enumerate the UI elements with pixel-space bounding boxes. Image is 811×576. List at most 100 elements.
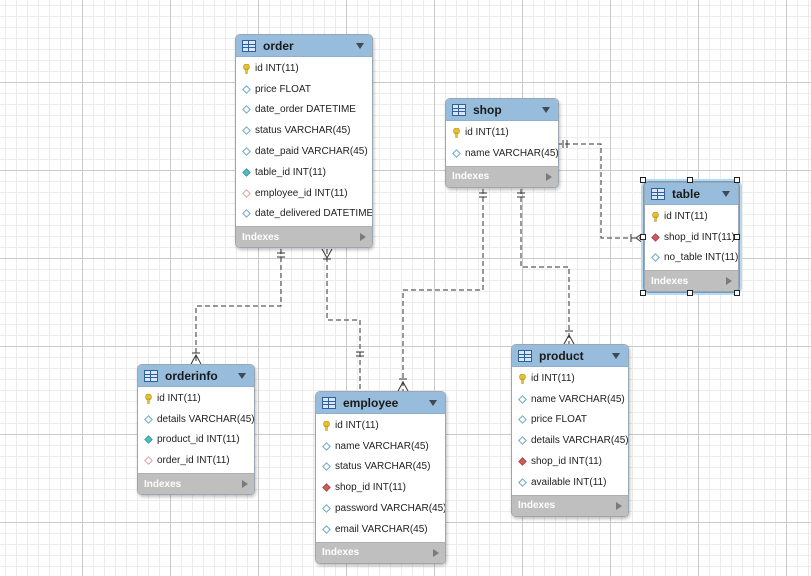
- resize-handle-bottom-right[interactable]: [734, 290, 740, 296]
- column-label: id INT(11): [664, 210, 708, 222]
- entity-orderinfo[interactable]: orderinfo id INT(11) details VARCHAR(45)p…: [137, 364, 255, 496]
- indexes-section[interactable]: Indexes: [446, 165, 558, 187]
- entity-title: shop: [473, 102, 502, 117]
- column-row[interactable]: id INT(11): [316, 415, 445, 436]
- collapse-arrow-icon[interactable]: [542, 106, 550, 113]
- relationship-shop-product[interactable]: [520, 189, 570, 344]
- entity-table[interactable]: table id INT(11) shop_id INT(11)no_table …: [643, 180, 740, 294]
- column-row[interactable]: id INT(11): [512, 368, 628, 389]
- entity-product[interactable]: product id INT(11) name VARCHAR(45) price …: [511, 344, 629, 517]
- indexes-section[interactable]: Indexes: [138, 473, 254, 495]
- indexes-section[interactable]: Indexes: [512, 494, 628, 516]
- entity-shop[interactable]: shop id INT(11) name VARCHAR(45) Indexes: [445, 98, 559, 188]
- resize-handle-bottom-left[interactable]: [640, 290, 646, 296]
- column-row[interactable]: id INT(11): [236, 58, 372, 79]
- column-list: id INT(11) name VARCHAR(45): [446, 121, 558, 166]
- column-label: status VARCHAR(45): [335, 461, 431, 473]
- collapse-arrow-icon[interactable]: [612, 352, 620, 359]
- column-row[interactable]: details VARCHAR(45): [512, 430, 628, 451]
- resize-handle-top-right[interactable]: [734, 177, 740, 183]
- column-row[interactable]: password VARCHAR(45): [316, 498, 445, 519]
- expand-arrow-icon[interactable]: [546, 172, 552, 181]
- column-row[interactable]: date_order DATETIME: [236, 100, 372, 121]
- entity-header[interactable]: product: [512, 345, 628, 367]
- resize-handle-top[interactable]: [687, 177, 693, 183]
- table-icon: [452, 103, 466, 116]
- indexes-section[interactable]: Indexes: [236, 226, 372, 248]
- column-label: price FLOAT: [255, 83, 311, 95]
- entity-title: table: [672, 186, 701, 201]
- column-row[interactable]: id INT(11): [645, 206, 738, 227]
- column-row[interactable]: email VARCHAR(45): [316, 519, 445, 540]
- entity-order[interactable]: order id INT(11) price FLOAT date_order DA…: [235, 34, 373, 249]
- column-row[interactable]: name VARCHAR(45): [316, 436, 445, 457]
- primary-key-icon: [242, 63, 251, 74]
- column-row[interactable]: id INT(11): [138, 388, 254, 409]
- column-icon: [322, 524, 331, 534]
- collapse-arrow-icon[interactable]: [722, 190, 730, 197]
- column-label: name VARCHAR(45): [531, 393, 625, 405]
- column-row[interactable]: details VARCHAR(45): [138, 409, 254, 430]
- resize-handle-bottom[interactable]: [687, 290, 693, 296]
- entity-header[interactable]: orderinfo: [138, 365, 254, 387]
- collapse-arrow-icon[interactable]: [429, 399, 437, 406]
- entity-header[interactable]: employee: [316, 392, 445, 414]
- column-row[interactable]: status VARCHAR(45): [236, 120, 372, 141]
- column-row[interactable]: date_delivered DATETIME: [236, 204, 372, 225]
- column-row[interactable]: employee_id INT(11): [236, 183, 372, 204]
- foreign-key-teal-icon: [242, 168, 251, 177]
- column-row[interactable]: name VARCHAR(45): [512, 389, 628, 410]
- column-row[interactable]: product_id INT(11): [138, 430, 254, 451]
- primary-key-icon: [452, 127, 461, 138]
- expand-arrow-icon[interactable]: [616, 501, 622, 510]
- column-label: id INT(11): [465, 126, 509, 138]
- entity-header[interactable]: shop: [446, 99, 558, 121]
- column-row[interactable]: id INT(11): [446, 122, 558, 143]
- column-row[interactable]: shop_id INT(11): [512, 451, 628, 472]
- expand-arrow-icon[interactable]: [726, 277, 732, 286]
- expand-arrow-icon[interactable]: [433, 548, 439, 557]
- column-row[interactable]: price FLOAT: [512, 410, 628, 431]
- collapse-arrow-icon[interactable]: [238, 372, 246, 379]
- column-row[interactable]: status VARCHAR(45): [316, 457, 445, 478]
- column-row[interactable]: price FLOAT: [236, 79, 372, 100]
- table-icon: [651, 187, 665, 200]
- column-icon: [518, 436, 527, 446]
- relationship-shop-employee[interactable]: [402, 189, 484, 391]
- relationship-shop-table[interactable]: [557, 143, 643, 239]
- relationship-order-orderinfo[interactable]: [195, 249, 282, 364]
- foreign-key-pink-icon: [242, 188, 251, 198]
- entity-employee[interactable]: employee id INT(11)name VARCHAR(45) statu…: [315, 391, 446, 564]
- column-list: id INT(11) shop_id INT(11)no_table INT(11…: [645, 205, 738, 270]
- column-row[interactable]: available INT(11): [512, 472, 628, 493]
- entity-header[interactable]: order: [236, 35, 372, 57]
- indexes-section[interactable]: Indexes: [645, 270, 738, 292]
- resize-handle-top-left[interactable]: [640, 177, 646, 183]
- column-icon: [144, 414, 153, 424]
- expand-arrow-icon[interactable]: [360, 233, 366, 242]
- column-label: shop_id INT(11): [531, 456, 602, 468]
- resize-handle-right[interactable]: [734, 234, 740, 240]
- column-label: password VARCHAR(45): [335, 503, 446, 515]
- collapse-arrow-icon[interactable]: [356, 42, 364, 49]
- column-icon: [452, 148, 461, 158]
- column-list: id INT(11)name VARCHAR(45) status VARCHAR…: [316, 414, 445, 542]
- indexes-section[interactable]: Indexes: [316, 541, 445, 563]
- column-row[interactable]: order_id INT(11): [138, 450, 254, 471]
- indexes-label: Indexes: [651, 275, 689, 287]
- column-row[interactable]: date_paid VARCHAR(45): [236, 141, 372, 162]
- column-label: id INT(11): [157, 392, 201, 404]
- foreign-key-pink-icon: [144, 456, 153, 466]
- column-icon: [322, 462, 331, 472]
- expand-arrow-icon[interactable]: [242, 480, 248, 489]
- foreign-key-red-icon: [651, 232, 660, 242]
- column-row[interactable]: table_id INT(11): [236, 162, 372, 183]
- entity-header[interactable]: table: [645, 183, 738, 205]
- column-row[interactable]: no_table INT(11): [645, 248, 738, 269]
- column-row[interactable]: name VARCHAR(45): [446, 143, 558, 164]
- column-row[interactable]: shop_id INT(11): [645, 227, 738, 248]
- relationship-order-employee[interactable]: [326, 249, 361, 391]
- column-row[interactable]: shop_id INT(11): [316, 477, 445, 498]
- resize-handle-left[interactable]: [640, 234, 646, 240]
